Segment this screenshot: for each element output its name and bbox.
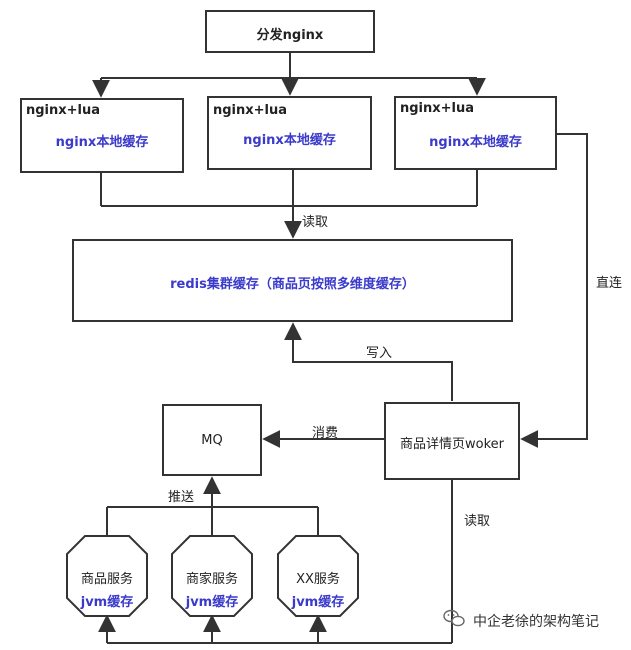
service-node-1-shape <box>66 535 148 617</box>
nginx-node-cache-label: nginx本地缓存 <box>243 133 336 148</box>
service-cache-3: jvm缓存 <box>291 595 345 610</box>
edge-label-direct: 直连 <box>596 276 623 291</box>
worker-label: 商品详情页woker <box>400 437 504 452</box>
edge-label-read-bottom: 读取 <box>464 514 491 529</box>
service-cache-1: jvm缓存 <box>80 595 134 610</box>
mq-label: MQ <box>201 433 223 448</box>
watermark-text: 中企老徐的架构笔记 <box>473 614 599 630</box>
service-node-2-shape <box>171 535 253 617</box>
wechat-icon <box>443 609 465 627</box>
redis-cluster-node: redis集群缓存（商品页按照多维度缓存） <box>72 239 513 322</box>
nginx-node-1: nginx+lua nginx本地缓存 <box>20 98 184 173</box>
edge-label-read-top: 读取 <box>302 215 329 230</box>
detail-page-worker-node: 商品详情页woker <box>384 402 520 480</box>
dispatcher-nginx-node: 分发nginx <box>205 10 375 53</box>
arrow-write-to-redis <box>284 322 453 401</box>
service-name-3: XX服务 <box>296 572 340 587</box>
arrow-direct-to-worker <box>520 133 588 448</box>
nginx-node-3: nginx+lua nginx本地缓存 <box>394 96 557 170</box>
service-name-2: 商家服务 <box>185 572 238 587</box>
service-cache-2: jvm缓存 <box>185 595 239 610</box>
service-node-3-shape <box>277 535 359 617</box>
nginx-node-cache-label: nginx本地缓存 <box>55 135 149 150</box>
dispatcher-label: 分发nginx <box>256 28 324 43</box>
nginx-node-2: nginx+lua nginx本地缓存 <box>207 96 372 170</box>
nginx-node-title: nginx+lua <box>26 103 101 118</box>
nginx-node-title: nginx+lua <box>213 103 288 118</box>
mq-node: MQ <box>162 404 262 476</box>
nginx-node-title: nginx+lua <box>400 101 475 116</box>
edge-label-consume: 消费 <box>312 426 339 441</box>
redis-label: redis集群缓存（商品页按照多维度缓存） <box>170 277 415 292</box>
nginx-node-cache-label: nginx本地缓存 <box>429 135 522 150</box>
edge-label-push: 推送 <box>168 490 195 505</box>
edge-label-write: 写入 <box>366 346 393 361</box>
service-name-1: 商品服务 <box>80 572 133 587</box>
